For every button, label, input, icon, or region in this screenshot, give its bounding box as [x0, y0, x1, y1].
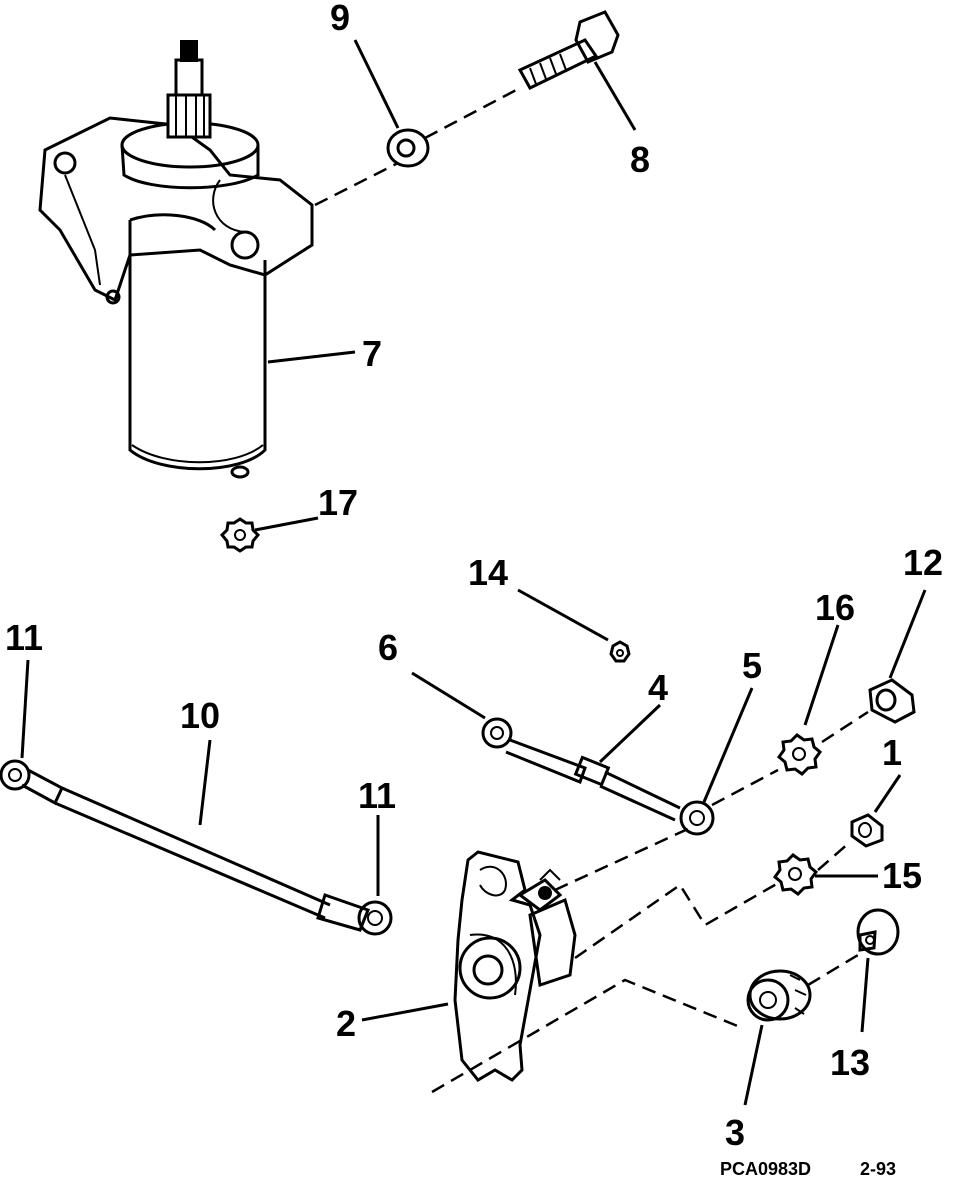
figure-date: 2-93: [860, 1159, 896, 1179]
callout-7: 7: [362, 333, 382, 374]
cap-part: [856, 908, 900, 956]
short-cable-part: [481, 717, 715, 836]
callout-8: 8: [630, 139, 650, 180]
callout-11-right: 11: [358, 775, 396, 816]
callout-5: 5: [742, 645, 762, 686]
callout-13: 13: [830, 1042, 870, 1083]
callout-17: 17: [318, 482, 358, 523]
grommet-part: [746, 969, 812, 1022]
starter-motor-part: [38, 40, 314, 479]
callout-16: 16: [815, 587, 855, 628]
callout-4: 4: [648, 667, 668, 708]
callout-9: 9: [330, 0, 350, 38]
nut-1-part: [850, 813, 884, 848]
star-washer-16-part: [776, 733, 823, 776]
cable-part: [0, 759, 393, 936]
callout-11-left: 11: [5, 617, 43, 658]
leader-lines: [20, 39, 927, 1106]
washer-part: [386, 128, 430, 168]
figure-code: PCA0983D: [720, 1159, 811, 1179]
star-washer-part: [219, 517, 261, 553]
callout-15: 15: [882, 855, 922, 896]
bolt-part: [517, 10, 620, 90]
callout-3: 3: [725, 1112, 745, 1153]
callout-labels: 9 8 7 17 14 12 16 6 11 5 4 10 1 11 15 2 …: [5, 0, 943, 1153]
callout-1: 1: [882, 732, 902, 773]
small-nut-part: [609, 640, 631, 663]
callout-2: 2: [336, 1003, 356, 1044]
solenoid-bracket-part: [453, 850, 577, 1082]
callout-14: 14: [468, 552, 508, 593]
callout-12: 12: [903, 542, 943, 583]
nut-12-part: [868, 678, 916, 724]
callout-6: 6: [378, 627, 398, 668]
star-washer-15-part: [772, 853, 819, 896]
callout-10: 10: [180, 695, 220, 736]
